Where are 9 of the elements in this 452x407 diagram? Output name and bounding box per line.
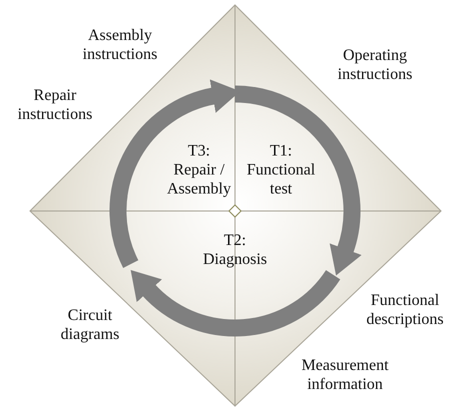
stage-label: T1: Functional test <box>241 142 321 198</box>
stage-label: T3: Repair / Assembly <box>166 142 232 198</box>
document-label: Assembly instructions <box>82 26 158 64</box>
document-label: Functional descriptions <box>365 291 445 329</box>
document-label: Measurement information <box>300 356 390 394</box>
document-label: Repair instructions <box>16 86 94 124</box>
stage-label: T2: Diagnosis <box>190 231 280 269</box>
document-label: Circuit diagrams <box>60 306 120 344</box>
document-label: Operating instructions <box>336 46 414 84</box>
